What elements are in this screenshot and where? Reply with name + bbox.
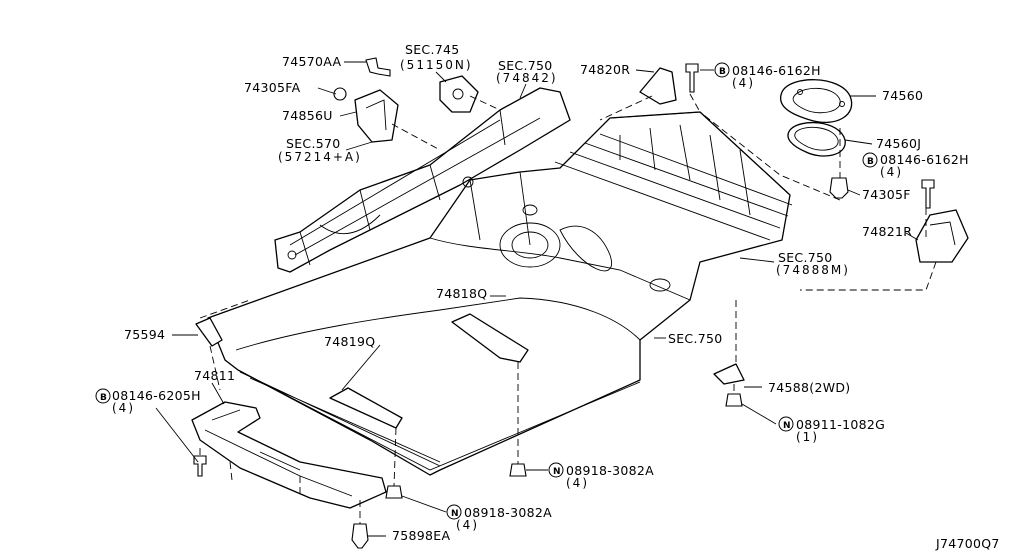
nut-symbol-bottom-letter: N: [451, 509, 459, 519]
label-nut-mid-qty: (4): [566, 476, 589, 490]
label-74819Q: 74819Q: [324, 334, 375, 349]
label-sec570: SEC.570: [286, 136, 341, 151]
label-nut-bottom-code: 08918-3082A: [464, 505, 552, 520]
grommet-75594: [195, 317, 223, 347]
label-74305FA: 74305FA: [244, 80, 301, 95]
label-sec745: SEC.745: [405, 42, 460, 57]
nut-symbol-bottom: [446, 504, 462, 520]
leader-lines: [155, 61, 919, 537]
label-bolt-right-qty: (4): [880, 165, 903, 179]
undercover-74811: [191, 401, 387, 509]
label-nut-right-code: 08911-1082G: [796, 417, 885, 432]
bracket-sec745: [439, 75, 479, 113]
bolt-symbol-top: [714, 62, 730, 78]
label-sec750-mid: SEC.750: [668, 331, 723, 346]
label-74570AA: 74570AA: [282, 54, 341, 69]
label-74305F: 74305F: [862, 187, 911, 202]
label-bolt-top-code: 08146-6162H: [732, 63, 821, 78]
nut-symbol-right-letter: N: [783, 421, 791, 431]
floor-panel: [207, 111, 793, 476]
label-74820R: 74820R: [580, 62, 630, 77]
bracket-74818Q: [451, 313, 529, 363]
bracket-74820R: [639, 67, 677, 105]
label-nut-bottom-qty: (4): [456, 518, 479, 532]
label-74560: 74560: [882, 88, 923, 103]
bracket-74856U: [354, 89, 399, 143]
label-sec570-sub: (57214+A): [278, 150, 362, 164]
label-sec750-right-sub: (74888M): [776, 263, 850, 277]
label-nut-right-qty: (1): [796, 430, 819, 444]
nut-symbol-mid: [548, 462, 564, 478]
diagram-code: J74700Q7: [935, 536, 1000, 551]
bolt-symbol-right: [862, 152, 878, 168]
bracket-74821R: [915, 209, 969, 263]
label-bolt-left-qty: (4): [112, 401, 135, 415]
nut-symbol-mid-letter: N: [553, 467, 561, 477]
label-74560J: 74560J: [876, 136, 921, 151]
label-bolt-right-code: 08146-6162H: [880, 152, 969, 167]
callout-labels: 74570AA 74305FA 74856U SEC.745 (51150N) …: [95, 42, 1000, 551]
hardware: [193, 57, 935, 549]
bracket-74588: [713, 363, 745, 385]
label-sec750-top: SEC.750: [498, 58, 553, 73]
assembly-lines: [199, 93, 937, 524]
label-74811: 74811: [194, 368, 235, 383]
nut-symbol-right: [778, 416, 794, 432]
bracket-74819Q: [329, 387, 403, 429]
label-bolt-left-code: 08146-6205H: [112, 388, 201, 403]
side-member: [274, 87, 571, 273]
bolt-symbol-left: [95, 388, 111, 404]
label-74821R: 74821R: [862, 224, 912, 239]
seal-plate-74560: [780, 79, 853, 124]
label-nut-mid-code: 08918-3082A: [566, 463, 654, 478]
label-bolt-top-qty: (4): [732, 76, 755, 90]
label-74818Q: 74818Q: [436, 286, 487, 301]
label-75898EA: 75898EA: [392, 528, 450, 543]
bolt-symbol-left-letter: B: [100, 393, 107, 403]
label-75594: 75594: [124, 327, 165, 342]
label-74588: 74588(2WD): [768, 380, 850, 395]
label-sec750-right: SEC.750: [778, 250, 833, 265]
bolt-symbol-right-letter: B: [867, 157, 874, 167]
label-sec745-sub: (51150N): [400, 58, 473, 72]
label-sec750-top-sub: (74842): [496, 71, 558, 85]
label-74856U: 74856U: [282, 108, 333, 123]
bolt-symbol-top-letter: B: [719, 67, 726, 77]
